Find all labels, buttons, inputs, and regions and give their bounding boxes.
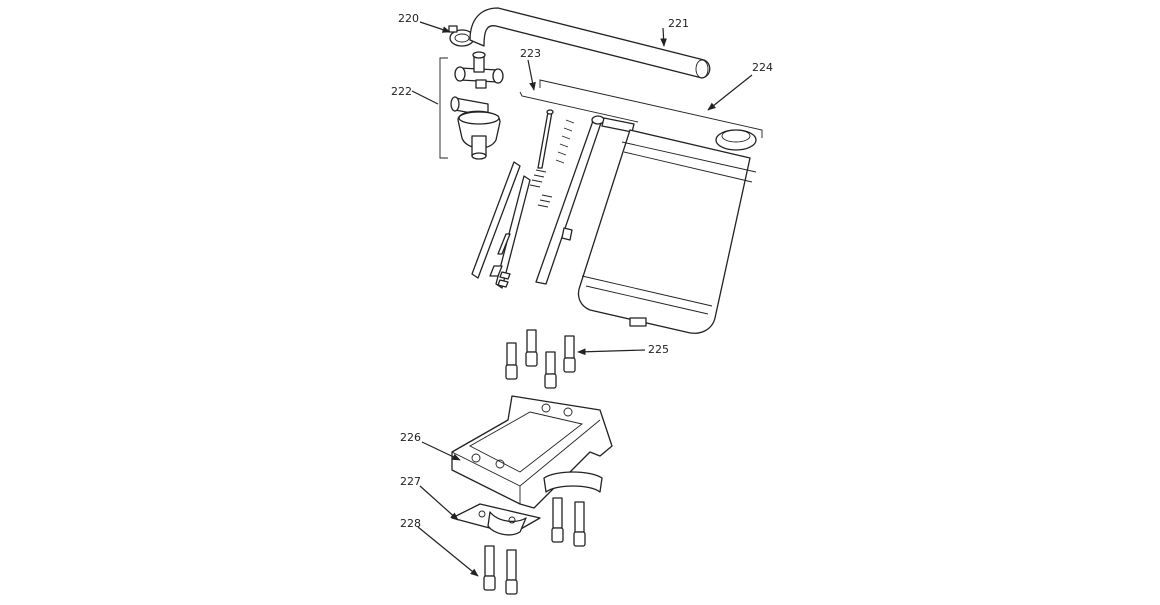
callout-226: 226: [400, 431, 421, 444]
callout-labels: 220 221 222 223 224 225 226 227 228: [391, 12, 773, 530]
callout-223: 223: [520, 47, 541, 60]
callout-224: 224: [752, 61, 773, 74]
callout-227: 227: [400, 475, 421, 488]
clamp-plate: [451, 503, 541, 536]
bolt-set-225: [505, 329, 576, 389]
callout-220: 220: [398, 12, 419, 25]
callout-221: 221: [668, 17, 689, 30]
fastener-kit: [471, 91, 639, 289]
callout-222: 222: [391, 85, 412, 98]
callout-228: 228: [400, 517, 421, 530]
bolt-set-228: [483, 497, 586, 595]
radiator-hose: [469, 7, 711, 79]
mounting-bracket: [451, 395, 613, 509]
radiator: [539, 79, 763, 334]
leader-lines: [411, 21, 753, 577]
thermostat-assembly: [439, 51, 504, 160]
callout-225: 225: [648, 343, 669, 356]
